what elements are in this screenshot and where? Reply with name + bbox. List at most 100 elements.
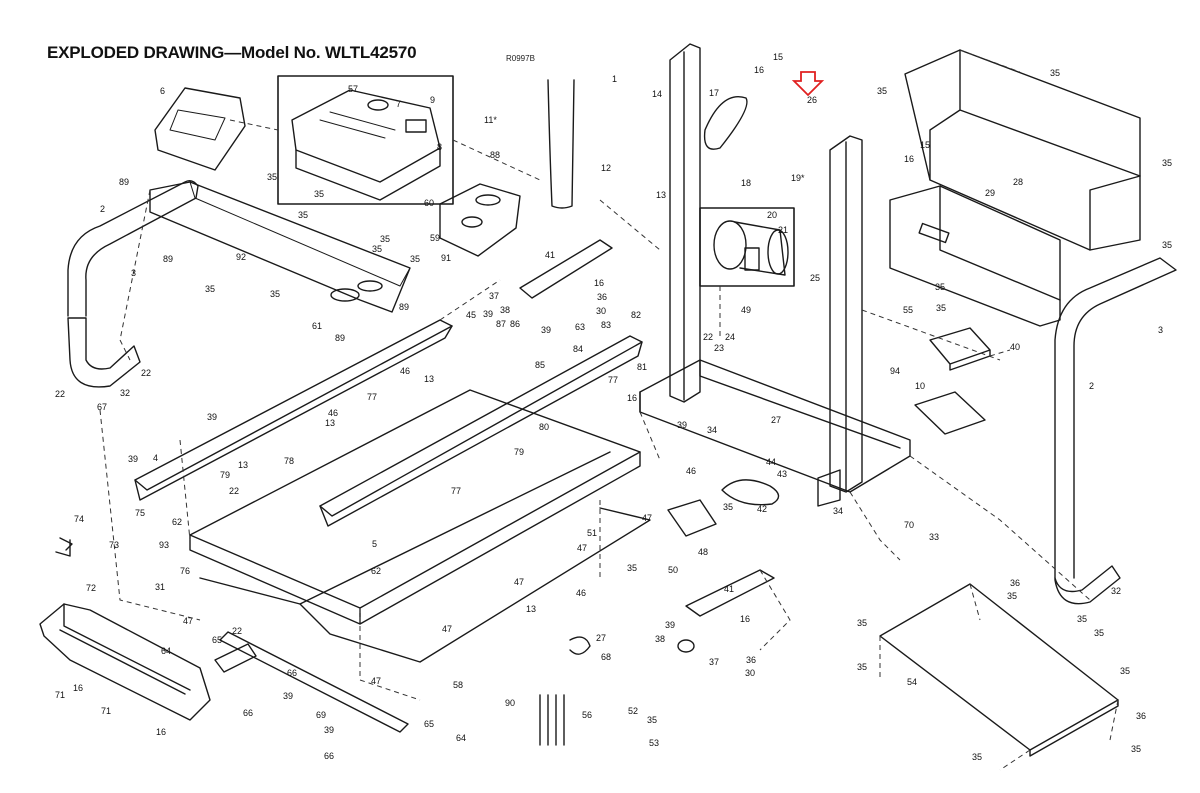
callout-39: 39 [665, 620, 675, 630]
callout-89: 89 [163, 254, 173, 264]
callout-64: 64 [161, 646, 171, 656]
callout-35: 35 [935, 282, 945, 292]
callout-44: 44 [766, 457, 776, 467]
callout-36: 36 [1136, 711, 1146, 721]
callout-78: 78 [284, 456, 294, 466]
callout-48: 48 [698, 547, 708, 557]
right-upright [829, 135, 863, 493]
callout-15: 15 [773, 52, 783, 62]
callout-43: 43 [777, 469, 787, 479]
callout-46: 46 [400, 366, 410, 376]
callout-72: 72 [86, 583, 96, 593]
callout-47: 47 [371, 676, 381, 686]
red-arrow-marker [791, 71, 825, 97]
callout-39: 39 [324, 725, 334, 735]
callout-22: 22 [232, 626, 242, 636]
drive-belt [703, 96, 748, 150]
callout-16: 16 [73, 683, 83, 693]
callout-13: 13 [656, 190, 666, 200]
callout-49: 49 [741, 305, 751, 315]
dashed-leaders [99, 49, 1119, 771]
callout-69: 69 [316, 710, 326, 720]
walking-deck [189, 389, 641, 609]
callout-35: 35 [298, 210, 308, 220]
callout-46: 46 [576, 588, 586, 598]
callout-32: 32 [1111, 586, 1121, 596]
callout-63: 63 [575, 322, 585, 332]
callout-2: 2 [100, 204, 105, 214]
callout-23: 23 [714, 343, 724, 353]
cover-91 [439, 183, 521, 257]
callout-62: 62 [371, 566, 381, 576]
callout-41: 41 [545, 250, 555, 260]
callout-4: 4 [153, 453, 158, 463]
callout-35: 35 [647, 715, 657, 725]
callout-35: 35 [972, 752, 982, 762]
callout-74: 74 [74, 514, 84, 524]
callout-39: 39 [677, 420, 687, 430]
callout-39: 39 [541, 325, 551, 335]
controller-plate [914, 391, 986, 435]
callout-33: 33 [929, 532, 939, 542]
callout-46: 46 [328, 408, 338, 418]
callout-61: 61 [312, 321, 322, 331]
callout-35: 35 [205, 284, 215, 294]
callout-38: 38 [500, 305, 510, 315]
base-pan [879, 583, 1119, 751]
callout-5: 5 [372, 539, 377, 549]
callout-13: 13 [526, 604, 536, 614]
callout-34: 34 [707, 425, 717, 435]
callout-34: 34 [833, 506, 843, 516]
callout-68: 68 [601, 652, 611, 662]
callout-22: 22 [55, 389, 65, 399]
callout-35: 35 [857, 618, 867, 628]
callout-35: 35 [1050, 68, 1060, 78]
callout-56: 56 [582, 710, 592, 720]
callout-77: 77 [451, 486, 461, 496]
callout-38: 38 [655, 634, 665, 644]
callout-82: 82 [631, 310, 641, 320]
callout-19-asm: 19* [791, 173, 805, 183]
callout-45: 45 [466, 310, 476, 320]
callout-35: 35 [1094, 628, 1104, 638]
callout-11-asm: 11* [484, 115, 497, 125]
callout-30: 30 [596, 306, 606, 316]
callout-27: 27 [771, 415, 781, 425]
callout-21: 21 [778, 225, 788, 235]
callout-66: 66 [287, 668, 297, 678]
callout-35: 35 [723, 502, 733, 512]
callout-67: 67 [97, 402, 107, 412]
callout-32: 32 [120, 388, 130, 398]
callout-62: 62 [172, 517, 182, 527]
callout-89: 89 [335, 333, 345, 343]
callout-22: 22 [141, 368, 151, 378]
callout-84: 84 [573, 344, 583, 354]
callout-60: 60 [424, 198, 434, 208]
callout-52: 52 [628, 706, 638, 716]
callout-13: 13 [325, 418, 335, 428]
callout-36: 36 [597, 292, 607, 302]
callout-86: 86 [510, 319, 520, 329]
callout-3: 3 [1158, 325, 1163, 335]
callout-92: 92 [236, 252, 246, 262]
callout-35: 35 [1120, 666, 1130, 676]
callout-75: 75 [135, 508, 145, 518]
callout-13: 13 [424, 374, 434, 384]
callout-73: 73 [109, 540, 119, 550]
callout-12: 12 [601, 163, 611, 173]
callout-54: 54 [907, 677, 917, 687]
callout-39: 39 [207, 412, 217, 422]
callout-37: 37 [709, 657, 719, 667]
callout-35: 35 [372, 244, 382, 254]
callout-24: 24 [725, 332, 735, 342]
callout-8: 8 [437, 142, 442, 152]
callout-9: 9 [430, 95, 435, 105]
callout-35: 35 [936, 303, 946, 313]
callout-20: 20 [767, 210, 777, 220]
callout-80: 80 [539, 422, 549, 432]
callout-51: 51 [587, 528, 597, 538]
callout-35: 35 [1162, 240, 1172, 250]
